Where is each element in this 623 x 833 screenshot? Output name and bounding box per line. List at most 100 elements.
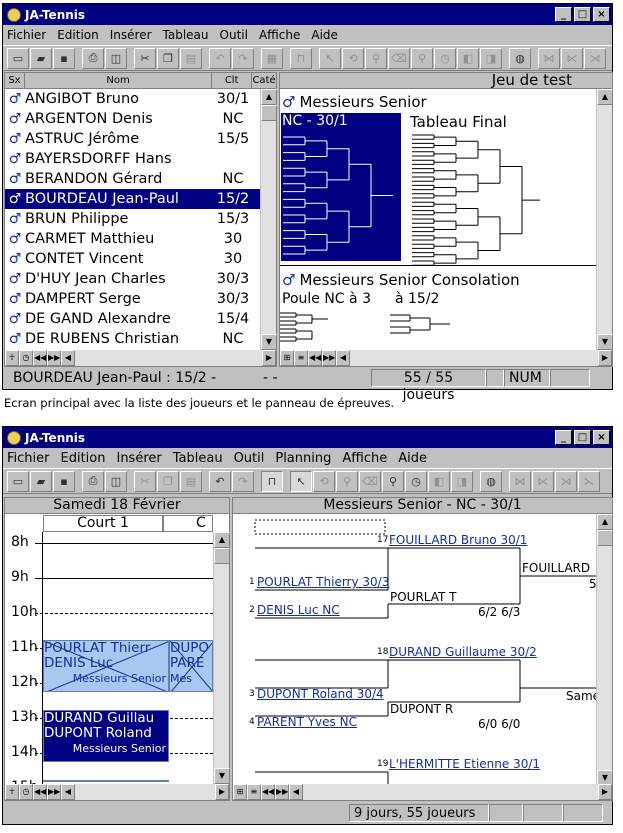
menu-fichier[interactable]: Fichier	[7, 450, 50, 466]
menu-inserer[interactable]: Insérer	[116, 450, 162, 466]
first-page-icon[interactable]: ◀◀	[308, 350, 322, 366]
cut-icon[interactable]: ✂	[134, 470, 156, 492]
undo-icon[interactable]: ↶	[209, 47, 231, 69]
menu-planning[interactable]: Planning	[275, 450, 332, 466]
draw-tool-2-icon[interactable]: ⋉	[532, 470, 554, 492]
bracket-vscroll[interactable]: ▲ ▼	[596, 514, 613, 786]
bracket-hscroll[interactable]: ⊞ ≡ ◀◀ ▶▶ ◀ ▶	[233, 784, 612, 800]
menu-outil[interactable]: Outil	[219, 28, 248, 42]
menu-edition[interactable]: Edition	[60, 450, 106, 466]
player-link-pourlat[interactable]: POURLAT Thierry 30/3	[257, 575, 390, 589]
draw-tool-2-icon[interactable]: ⋉	[561, 47, 583, 69]
draw-tool-4-icon[interactable]: ⋋	[578, 470, 600, 492]
event-1-table-1[interactable]: NC - 30/1	[281, 113, 401, 261]
search-icon[interactable]: ⚲	[382, 470, 404, 492]
clock-small-icon[interactable]: ◷	[19, 350, 33, 366]
zoom-icon[interactable]: ⚲	[336, 470, 358, 492]
search-icon[interactable]: ⚲	[411, 47, 433, 69]
scroll-left-icon[interactable]: ◀	[61, 350, 75, 366]
draw-tool-3-icon[interactable]: ⋊	[555, 470, 577, 492]
properties-icon[interactable]: ▦	[261, 47, 283, 69]
column-clt[interactable]: Clt	[212, 73, 253, 88]
scroll-down-icon[interactable]: ▼	[597, 334, 613, 350]
box-right-icon[interactable]: ◨	[480, 47, 502, 69]
round-2-winner[interactable]: FOUILLARD	[522, 561, 591, 575]
last-page-icon[interactable]: ▶▶	[322, 350, 336, 366]
draw-tool-1-icon[interactable]: ⋈	[509, 470, 531, 492]
print-preview-icon[interactable]: ◫	[105, 47, 127, 69]
tree-icon[interactable]: ⊞	[280, 350, 294, 366]
eraser-icon[interactable]: ⌫	[388, 47, 410, 69]
scroll-left-icon[interactable]: ◀	[61, 784, 75, 800]
box-left-icon[interactable]: ◧	[457, 47, 479, 69]
globe-icon[interactable]: ◍	[480, 470, 502, 492]
new-file-icon[interactable]: ▭	[7, 470, 29, 492]
scroll-down-icon[interactable]: ▼	[261, 334, 277, 350]
close-button[interactable]: ×	[593, 7, 610, 22]
match-1-block[interactable]: POURLAT Thierr DENIS Luc Messieurs Senio…	[43, 640, 169, 692]
scroll-thumb[interactable]	[261, 105, 277, 121]
maximize-button[interactable]: □	[574, 430, 591, 445]
menu-edition[interactable]: Edition	[57, 28, 99, 42]
move-icon[interactable]: ⟲	[313, 470, 335, 492]
scroll-up-icon[interactable]: ▲	[597, 89, 613, 105]
first-page-icon[interactable]: ◀◀	[33, 784, 47, 800]
minimize-button[interactable]: _	[555, 430, 572, 445]
event-2-table-2-label[interactable]: à 15/2	[395, 291, 440, 307]
open-folder-icon[interactable]: ▰	[30, 470, 52, 492]
event-1-table-2-label[interactable]: Tableau Final	[410, 113, 507, 131]
scroll-left-icon[interactable]: ◀	[289, 784, 303, 800]
redo-icon[interactable]: ↷	[232, 47, 254, 69]
match-3-block[interactable]: DURAND Guillau DUPONT Roland Messieurs S…	[43, 710, 169, 762]
open-folder-icon[interactable]: ▰	[30, 47, 52, 69]
column-cat[interactable]: Caté	[252, 75, 276, 86]
match-2-block[interactable]: DUPO PARE Mes	[169, 640, 213, 692]
player-list-hscroll[interactable]: ☥ ◷ ◀◀ ▶▶ ◀ ▶	[5, 350, 276, 366]
player-link-fouillard[interactable]: FOUILLARD Bruno 30/1	[389, 533, 528, 547]
scroll-up-icon[interactable]: ▲	[261, 89, 277, 105]
scroll-up-icon[interactable]: ▲	[214, 532, 230, 548]
undo-icon[interactable]: ↶	[209, 470, 231, 492]
move-icon[interactable]: ⟲	[342, 47, 364, 69]
copy-icon[interactable]: ❐	[157, 470, 179, 492]
paste-icon[interactable]: ▤	[180, 47, 202, 69]
player-link-durand[interactable]: DURAND Guillaume 30/2	[389, 645, 537, 659]
menu-inserer[interactable]: Insérer	[109, 28, 152, 42]
scroll-right-icon[interactable]: ▶	[262, 350, 276, 366]
event-2-table-1-label[interactable]: Poule NC à 3	[282, 291, 371, 307]
lock-icon[interactable]: ⊓	[290, 47, 312, 69]
court-1-header[interactable]: Court 1	[43, 515, 163, 532]
pointer-icon[interactable]: ↖	[290, 470, 312, 492]
person-icon[interactable]: ☥	[5, 784, 19, 800]
menu-fichier[interactable]: Fichier	[7, 28, 47, 42]
print-preview-icon[interactable]: ◫	[105, 470, 127, 492]
draw-tool-1-icon[interactable]: ⋈	[538, 47, 560, 69]
winner-2[interactable]: DUPONT R	[390, 702, 454, 716]
scroll-thumb[interactable]	[597, 530, 613, 546]
first-page-icon[interactable]: ◀◀	[261, 784, 275, 800]
event-1-title[interactable]: ♂ Messieurs Senior	[282, 93, 427, 111]
last-page-icon[interactable]: ▶▶	[47, 784, 61, 800]
box-right-icon[interactable]: ◨	[451, 470, 473, 492]
events-hscroll[interactable]: ⊞ ≡ ◀◀ ▶▶ ◀ ▶	[280, 350, 612, 366]
minimize-button[interactable]: _	[555, 7, 572, 22]
column-name[interactable]: Nom	[25, 73, 213, 88]
last-page-icon[interactable]: ▶▶	[47, 350, 61, 366]
scroll-down-icon[interactable]: ▼	[214, 768, 230, 784]
close-button[interactable]: ×	[593, 430, 610, 445]
player-link-lhermitte[interactable]: L'HERMITTE Etienne 30/1	[389, 757, 541, 771]
scroll-right-icon[interactable]: ▶	[598, 350, 612, 366]
player-list-vscroll[interactable]: ▲ ▼	[260, 89, 277, 350]
planning-hscroll[interactable]: ☥ ◷ ◀◀ ▶▶ ◀ ▶	[5, 784, 229, 800]
clock-small-icon[interactable]: ◷	[19, 784, 33, 800]
print-icon[interactable]: ⎙	[82, 470, 104, 492]
